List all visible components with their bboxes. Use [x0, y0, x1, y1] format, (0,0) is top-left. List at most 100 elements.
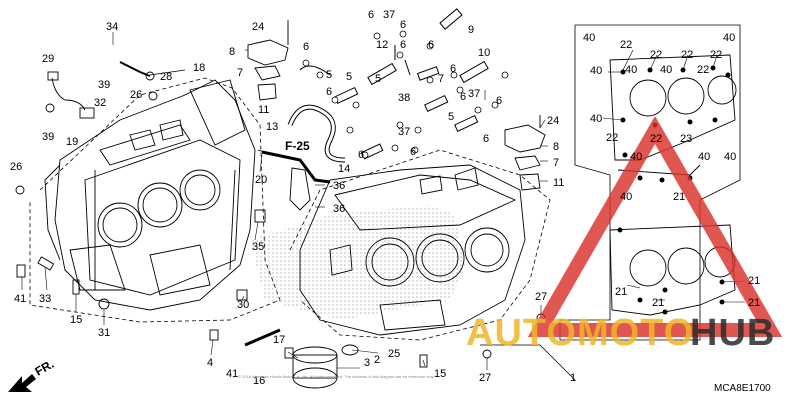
callout-label: 39 [42, 131, 54, 143]
callout-bracket-1 [480, 344, 576, 381]
callout-label: 5 [448, 111, 454, 123]
callout-label: 19 [66, 136, 78, 148]
callout-label: 6 [400, 19, 406, 31]
callout-label: 11 [258, 104, 269, 116]
callout-label: 4 [207, 357, 213, 369]
callout-label: 40 [625, 64, 637, 76]
callout-label: 24 [252, 21, 264, 33]
callout-label: 41 [226, 368, 238, 380]
callout-label: 40 [590, 113, 602, 125]
callout-label: 40 [590, 65, 602, 77]
leader-lines [21, 28, 746, 370]
callout-label: 15 [70, 314, 82, 326]
callout-label: 7 [553, 157, 559, 169]
callout-label: 27 [535, 291, 547, 303]
callout-label: 40 [583, 32, 595, 44]
callout-label: 36 [333, 203, 345, 215]
upper-gasket-drawing [609, 54, 737, 176]
callout-label: 6 [450, 63, 456, 75]
callout-label: 21 [652, 297, 664, 309]
fine-print: © 2016 American Honda Motor Co., Inc. Al… [238, 374, 434, 379]
breather-hoses [287, 8, 489, 163]
callout-label: 24 [547, 115, 559, 127]
watermark-triangle [527, 115, 783, 337]
callout-label: 40 [723, 32, 735, 44]
callout-label: 6 [410, 146, 416, 158]
callout-label: 30 [237, 299, 249, 311]
upper-crankcase-boundary [29, 77, 281, 323]
callout-bracket-18 [149, 69, 186, 76]
watermark-brand-a: AUTOMOTO [466, 312, 694, 354]
watermark-brand-b: HUB [690, 312, 775, 354]
sensor-brackets [247, 20, 546, 191]
callout-label: 26 [130, 89, 142, 101]
callout-label: 21 [673, 191, 685, 203]
callout-label: 5 [326, 69, 332, 81]
callout-label: F-25 [285, 139, 310, 153]
gasket-panel-border [559, 24, 741, 341]
callout-label: 22 [620, 39, 632, 51]
callout-label: 5 [375, 73, 381, 85]
oil-filter-parts [15, 91, 546, 389]
callout-label: 37 [383, 9, 395, 21]
callout-label: 35 [252, 241, 264, 253]
callout-label: 36 [333, 180, 345, 192]
callout-label: 7 [438, 73, 444, 85]
front-direction-label: FR. [33, 357, 57, 379]
callout-label: 18 [193, 62, 205, 74]
callout-label: 6 [428, 39, 434, 51]
callout-label: 28 [160, 71, 172, 83]
callout-label: 12 [376, 39, 388, 51]
callout-label: 2 [374, 354, 380, 366]
hose-clamps [302, 30, 509, 159]
diagram-code: MCA8E1700 [714, 383, 771, 394]
callout-label: 9 [468, 24, 474, 36]
callout-label: 20 [255, 174, 267, 186]
callout-label: 39 [98, 79, 110, 91]
callout-label: 40 [660, 64, 672, 76]
callout-label: 7 [237, 67, 243, 79]
callout-label: 6 [326, 86, 332, 98]
callout-label: 22 [650, 49, 662, 61]
callout-label: 31 [98, 327, 110, 339]
callout-label: 14 [338, 163, 350, 175]
callout-label: 6 [400, 39, 406, 51]
callout-label: 22 [697, 64, 709, 76]
callout-label: 11 [553, 177, 564, 189]
callout-label: 6 [483, 133, 489, 145]
callout-label: 5 [346, 71, 352, 83]
callout-label: 29 [42, 53, 54, 65]
callout-label: 33 [39, 293, 51, 305]
callout-label: 21 [748, 297, 760, 309]
callout-label: 21 [748, 275, 760, 287]
callout-label: 6 [460, 91, 466, 103]
callout-label: 37 [468, 88, 480, 100]
callout-label: 40 [630, 151, 642, 163]
callout-label: 26 [10, 161, 22, 173]
callout-label: 17 [273, 334, 285, 346]
callout-label: 22 [681, 49, 693, 61]
front-direction-arrow [8, 374, 36, 392]
callout-label: 22 [606, 132, 618, 144]
callout-label: 38 [398, 92, 410, 104]
lower-crankcase-drawing [299, 164, 526, 336]
callout-label: 13 [266, 121, 278, 133]
callout-label: 22 [650, 133, 662, 145]
lower-crankcase-boundary [289, 149, 551, 341]
callout-label: 8 [229, 46, 235, 58]
watermark: AUTOMOTO HUB [466, 312, 775, 354]
callout-label: 40 [698, 151, 710, 163]
callout-label: 10 [478, 47, 490, 59]
callout-label: 6 [496, 95, 502, 107]
crank-sensor [45, 61, 155, 119]
callout-label: 34 [106, 21, 118, 33]
oil-pipe [257, 149, 331, 211]
callout-label: 3 [364, 357, 370, 369]
sealing-surface-hatch [250, 205, 465, 320]
callout-label: 15 [434, 368, 446, 380]
callout-label: 40 [620, 191, 632, 203]
callout-label: 27 [479, 372, 491, 384]
callout-label: 23 [680, 133, 692, 145]
